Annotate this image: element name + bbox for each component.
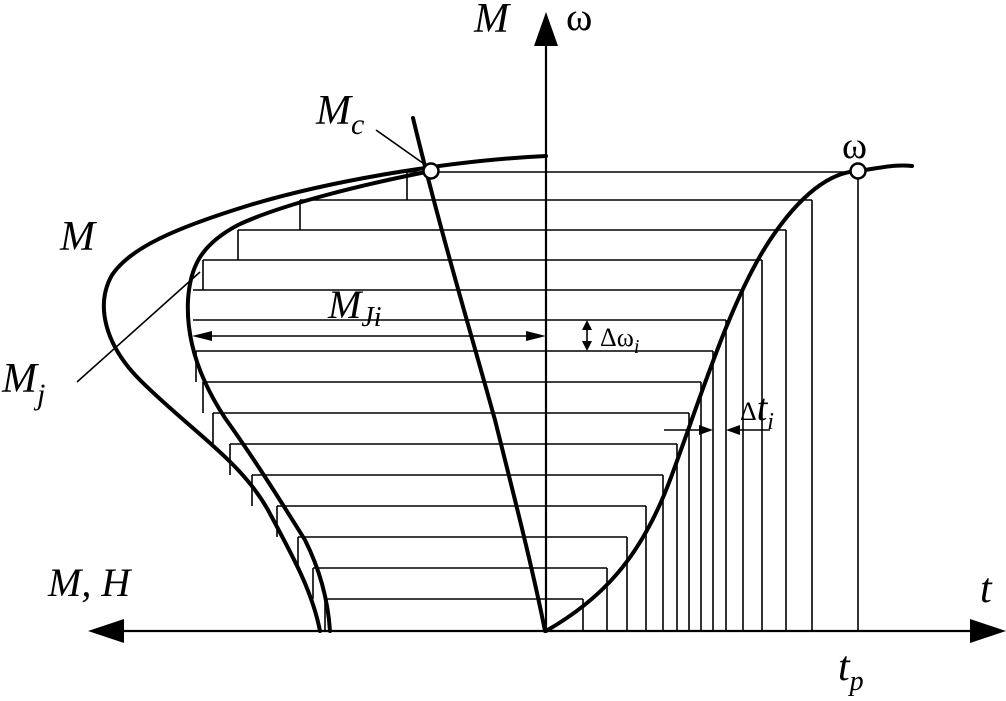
mj-label: Mj <box>1 356 45 411</box>
t-axis-label: t <box>980 566 993 612</box>
horizontal-axis-left-arrow <box>88 619 124 643</box>
staircase-risers <box>195 172 408 631</box>
delta-omega-label: Δωi <box>600 323 639 358</box>
m-h-axis-label: M, H <box>47 560 132 605</box>
mc-label: Mc <box>315 88 364 141</box>
m-axis-label: M <box>473 0 511 42</box>
axes <box>88 12 1006 643</box>
mc-leader-line <box>375 129 428 167</box>
mji-label: MJi <box>327 282 382 333</box>
omega-end-marker <box>849 162 867 180</box>
delta-omega-arrow-up <box>582 320 592 330</box>
horizontal-axis-right-arrow <box>970 619 1006 643</box>
m-curve-label: M <box>59 214 97 260</box>
omega-axis-label: ω <box>566 0 592 39</box>
tp-label: tp <box>838 644 864 697</box>
delta-omega-dimension <box>582 320 592 351</box>
delta-t-dimension <box>664 425 770 435</box>
mc-intersection-marker <box>422 162 440 180</box>
delta-t-label: Δti <box>740 387 774 435</box>
mji-dimension <box>192 331 546 341</box>
mji-arrow-right <box>526 331 546 341</box>
load-torque-curve <box>411 116 547 633</box>
step-lines <box>193 171 858 600</box>
delta-omega-arrow-down <box>582 341 592 351</box>
mji-arrow-left <box>192 331 212 341</box>
dynamic-torque-curve <box>185 169 433 633</box>
vertical-axis-arrow <box>534 12 558 46</box>
delta-t-arrow-right <box>726 425 740 435</box>
omega-curve-label: ω <box>842 125 867 167</box>
delta-t-arrow-left <box>699 425 713 435</box>
time-step-lines <box>582 172 859 631</box>
speed-curve <box>544 163 914 633</box>
motor-torque-curve <box>101 154 548 633</box>
mj-leader-line <box>76 271 201 383</box>
